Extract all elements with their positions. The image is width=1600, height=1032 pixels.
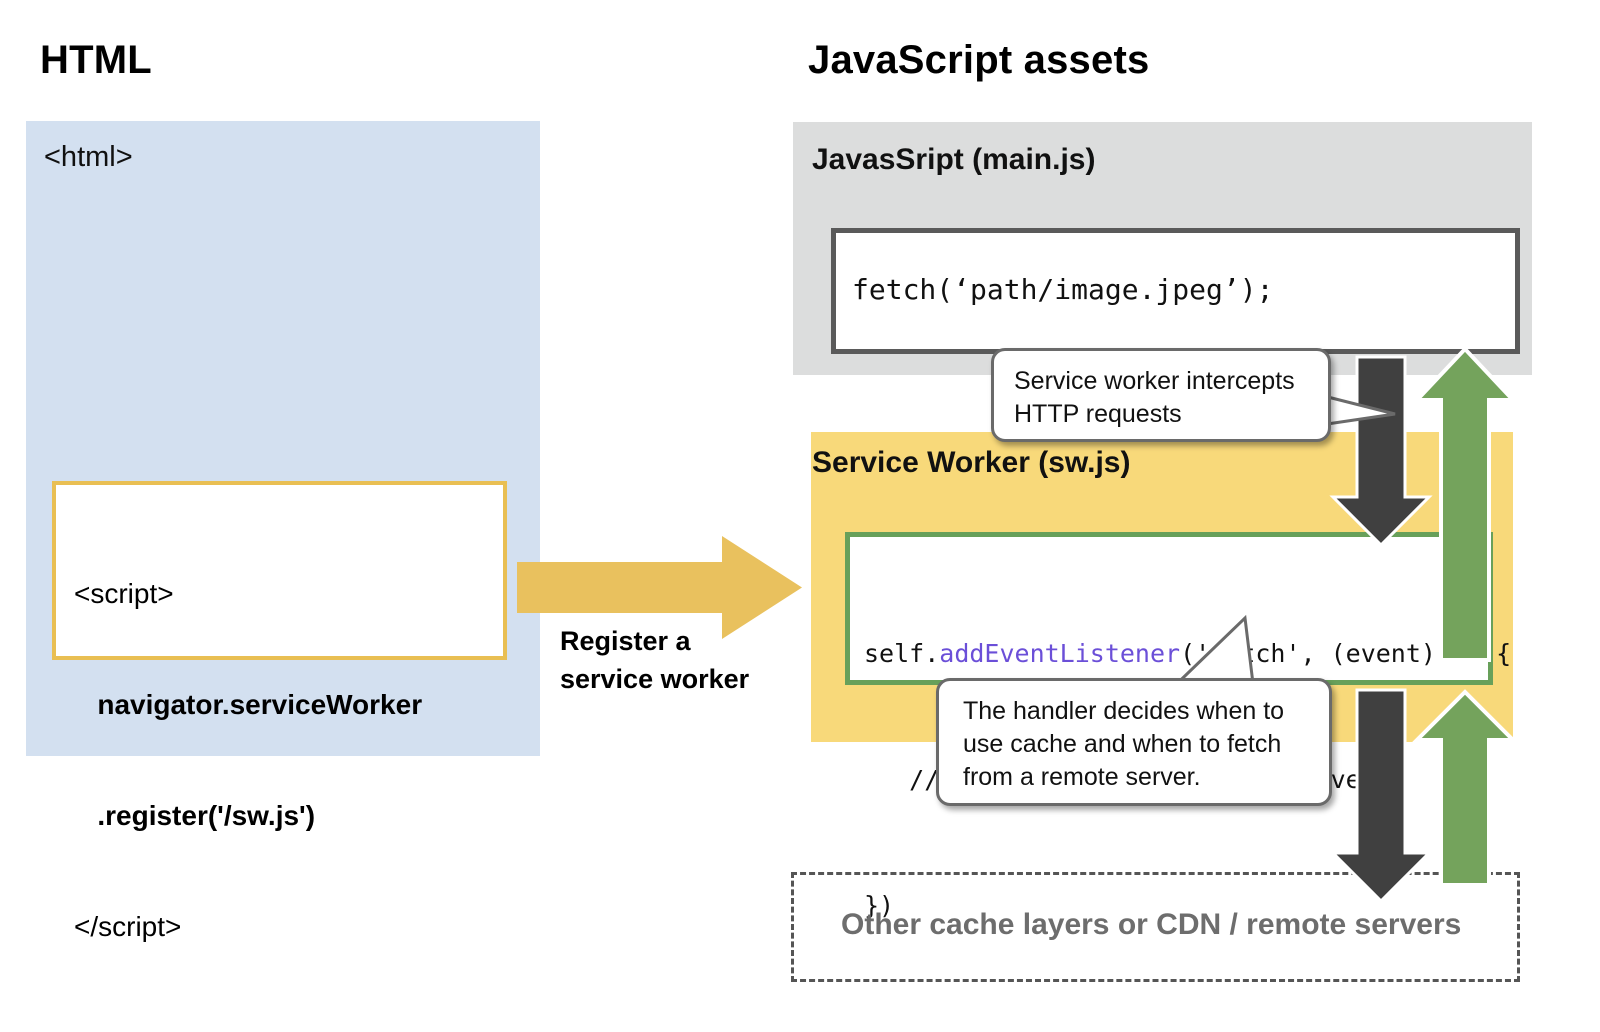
sw-code-line-1-suffix: ('fetch', (event) => {: [1180, 639, 1512, 668]
main-js-label: JavasSript (main.js): [812, 143, 1096, 176]
html-open-tag-label: <html>: [44, 141, 133, 173]
callout-intercept-line1: Service worker intercepts: [1014, 367, 1295, 395]
sw-code-line-1-method: addEventListener: [939, 639, 1181, 668]
callout-handler-line1: The handler decides when to: [963, 697, 1285, 725]
sw-code-line-1-prefix: self.: [864, 639, 940, 668]
service-worker-code-box[interactable]: self.addEventListener('fetch', (event) =…: [845, 532, 1511, 920]
register-arrow-label: Register a service worker: [560, 622, 800, 698]
callout-handler-decides: The handler decides when to use cache an…: [936, 678, 1332, 806]
register-arrow-label-line1: Register a: [560, 626, 691, 656]
fetch-code-box[interactable]: fetch(‘path/image.jpeg’);: [831, 228, 1520, 354]
page-title-javascript-assets: JavaScript assets: [808, 38, 1150, 82]
register-arrow-icon: [517, 536, 802, 639]
callout-handler-text: The handler decides when to use cache an…: [963, 695, 1284, 794]
script-code-line-3: .register('/sw.js'): [74, 800, 316, 831]
fetch-code-text: fetch(‘path/image.jpeg’);: [852, 273, 1274, 306]
register-arrow-label-line2: service worker: [560, 664, 750, 694]
remote-servers-box: [791, 872, 1520, 982]
callout-handler-line3: from a remote server.: [963, 763, 1201, 791]
page-title-html: HTML: [40, 38, 152, 82]
service-worker-label: Service Worker (sw.js): [812, 446, 1131, 479]
script-code-line-4: </script>: [74, 911, 182, 942]
sw-code-line-1: self.addEventListener('fetch', (event) =…: [864, 633, 1511, 675]
callout-service-worker-intercepts: Service worker intercepts HTTP requests: [991, 348, 1331, 442]
sw-code-line-3: }): [864, 891, 895, 920]
script-code-line-1: <script>: [74, 578, 174, 609]
script-code-line-2: navigator.serviceWorker: [74, 689, 423, 720]
callout-handler-line2: use cache and when to fetch: [963, 730, 1282, 758]
script-register-code-box[interactable]: <script> navigator.serviceWorker .regist…: [52, 481, 507, 942]
remote-servers-label: Other cache layers or CDN / remote serve…: [841, 908, 1462, 941]
callout-intercept-line2: HTTP requests: [1014, 400, 1182, 428]
callout-intercept-text: Service worker intercepts HTTP requests: [1014, 365, 1295, 431]
